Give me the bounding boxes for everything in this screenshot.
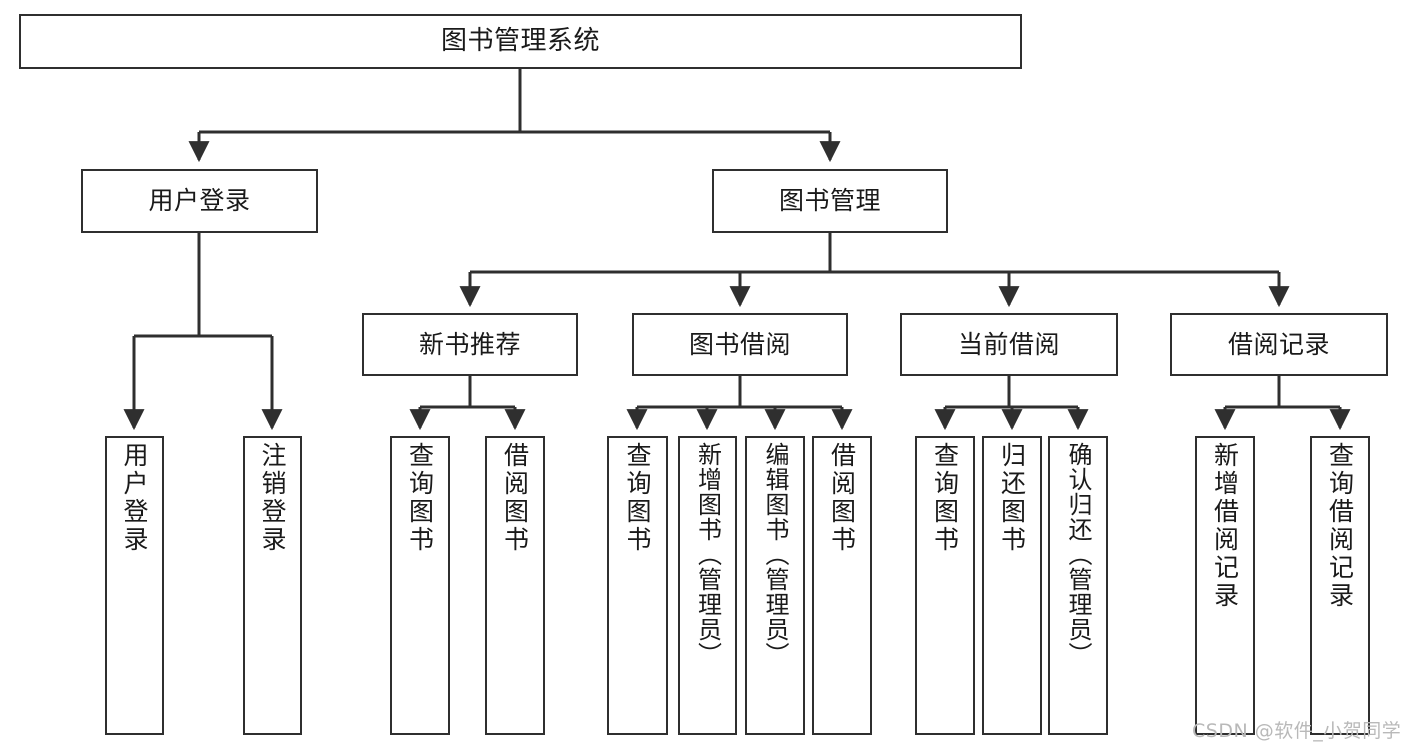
node-leaf-add-record-label: 新增借阅记录 bbox=[1210, 442, 1240, 610]
node-leaf-logout[interactable]: 注销登录 bbox=[243, 436, 302, 735]
node-book-manage-label: 图书管理 bbox=[778, 186, 881, 216]
node-leaf-query-book-1[interactable]: 查询图书 bbox=[390, 436, 450, 735]
node-leaf-edit-book-label: 编辑图书（管理员） bbox=[761, 442, 789, 667]
node-leaf-borrow-book-1[interactable]: 借阅图书 bbox=[485, 436, 545, 735]
node-book-manage[interactable]: 图书管理 bbox=[712, 169, 948, 233]
node-book-borrow-label: 图书借阅 bbox=[688, 329, 791, 359]
node-leaf-query-record[interactable]: 查询借阅记录 bbox=[1310, 436, 1370, 735]
node-leaf-add-record[interactable]: 新增借阅记录 bbox=[1195, 436, 1255, 735]
node-leaf-query-book-3-label: 查询图书 bbox=[930, 442, 960, 554]
node-leaf-borrow-book-1-label: 借阅图书 bbox=[500, 442, 530, 554]
node-leaf-user-login[interactable]: 用户登录 bbox=[105, 436, 164, 735]
node-leaf-confirm-return[interactable]: 确认归还（管理员） bbox=[1048, 436, 1108, 735]
csdn-watermark: CSDN @软件_小贺同学 bbox=[1192, 720, 1402, 742]
node-leaf-return-book-label: 归还图书 bbox=[997, 442, 1027, 554]
node-leaf-user-login-label: 用户登录 bbox=[120, 442, 149, 554]
node-leaf-query-record-label: 查询借阅记录 bbox=[1325, 442, 1355, 610]
node-root-label: 图书管理系统 bbox=[440, 26, 600, 57]
node-user-login[interactable]: 用户登录 bbox=[81, 169, 318, 233]
node-leaf-edit-book[interactable]: 编辑图书（管理员） bbox=[745, 436, 805, 735]
node-leaf-borrow-book-2-label: 借阅图书 bbox=[827, 442, 857, 554]
node-leaf-add-book[interactable]: 新增图书（管理员） bbox=[678, 436, 737, 735]
node-borrow-record-label: 借阅记录 bbox=[1227, 329, 1330, 359]
node-borrow-record[interactable]: 借阅记录 bbox=[1170, 313, 1388, 376]
node-user-login-label: 用户登录 bbox=[148, 186, 251, 216]
node-leaf-query-book-3[interactable]: 查询图书 bbox=[915, 436, 975, 735]
node-leaf-query-book-2-label: 查询图书 bbox=[623, 442, 652, 554]
node-current-borrow-label: 当前借阅 bbox=[957, 329, 1060, 359]
node-new-book-recommend-label: 新书推荐 bbox=[418, 329, 521, 359]
node-current-borrow[interactable]: 当前借阅 bbox=[900, 313, 1118, 376]
node-leaf-add-book-label: 新增图书（管理员） bbox=[693, 442, 722, 667]
node-book-borrow[interactable]: 图书借阅 bbox=[632, 313, 848, 376]
node-leaf-borrow-book-2[interactable]: 借阅图书 bbox=[812, 436, 872, 735]
node-leaf-query-book-2[interactable]: 查询图书 bbox=[607, 436, 668, 735]
node-leaf-return-book[interactable]: 归还图书 bbox=[982, 436, 1042, 735]
node-new-book-recommend[interactable]: 新书推荐 bbox=[362, 313, 578, 376]
node-leaf-query-book-1-label: 查询图书 bbox=[405, 442, 435, 554]
node-leaf-confirm-return-label: 确认归还（管理员） bbox=[1064, 442, 1092, 667]
node-leaf-logout-label: 注销登录 bbox=[258, 442, 287, 554]
node-root[interactable]: 图书管理系统 bbox=[19, 14, 1022, 69]
